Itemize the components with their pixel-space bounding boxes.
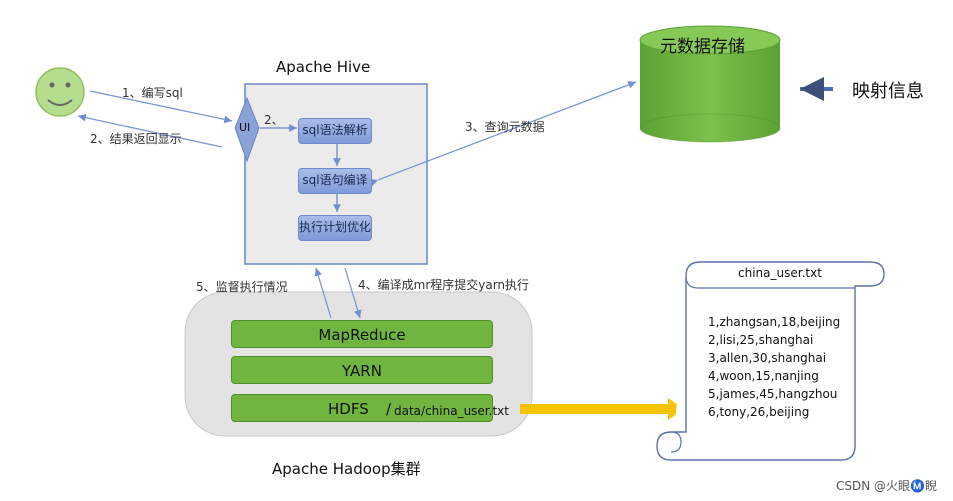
hive-title: Apache Hive [276, 58, 371, 76]
node-sql-parse: sql语法解析 [298, 118, 372, 144]
file-line: 5,james,45,hangzhou [708, 387, 838, 401]
node-sql-compile: sql语句编译 [298, 168, 372, 194]
metastore-cylinder [639, 25, 781, 143]
layer-hdfs: HDFS / data/china_user.txt [231, 394, 509, 422]
node-plan-optimize: 执行计划优化 [298, 215, 372, 241]
file-line: 6,tony,26,beijing [708, 405, 810, 419]
watermark: CSDN @火眼Ⓜ️睨 [836, 479, 937, 493]
file-line: 1,zhangsan,18,beijing [708, 315, 841, 329]
ui-diamond[interactable] [234, 96, 260, 163]
file-line: 4,woon,15,nanjing [708, 369, 819, 383]
arrow-monitor [314, 267, 332, 319]
label-monitor: 5、监督执行情况 [196, 280, 288, 294]
metastore-label: 元数据存储 [660, 37, 745, 57]
file-scroll [656, 261, 885, 461]
hdfs-path-prefix: / [386, 400, 392, 418]
arrow-return-result [77, 113, 223, 148]
hdfs-label: HDFS [328, 400, 369, 418]
file-line: 2,lisi,25,shanghai [708, 333, 814, 347]
user-smiley-icon [35, 67, 85, 117]
file-name: china_user.txt [738, 266, 822, 280]
mapping-label: 映射信息 [852, 81, 924, 102]
label-step2: 2、 [264, 113, 284, 127]
file-line: 3,allen,30,shanghai [708, 351, 827, 365]
label-return-result: 2、结果返回显示 [90, 132, 182, 146]
layer-yarn: YARN [231, 356, 493, 384]
ui-label: UI [239, 121, 251, 134]
arrow-hdfs-to-file [520, 398, 684, 420]
arrow-submit-yarn [344, 267, 362, 319]
arrow-write-sql [89, 90, 233, 124]
arrow-query-metastore [369, 81, 637, 187]
label-query-meta: 3、查询元数据 [465, 120, 545, 134]
hdfs-path: data/china_user.txt [394, 404, 509, 418]
label-write-sql: 1、编写sql [122, 86, 183, 100]
label-submit-yarn: 4、编译成mr程序提交yarn执行 [358, 278, 530, 292]
layer-mapreduce: MapReduce [231, 320, 493, 348]
hadoop-title: Apache Hadoop集群 [272, 460, 421, 478]
file-lines: 1,zhangsan,18,beijing 2,lisi,25,shanghai… [708, 313, 840, 421]
